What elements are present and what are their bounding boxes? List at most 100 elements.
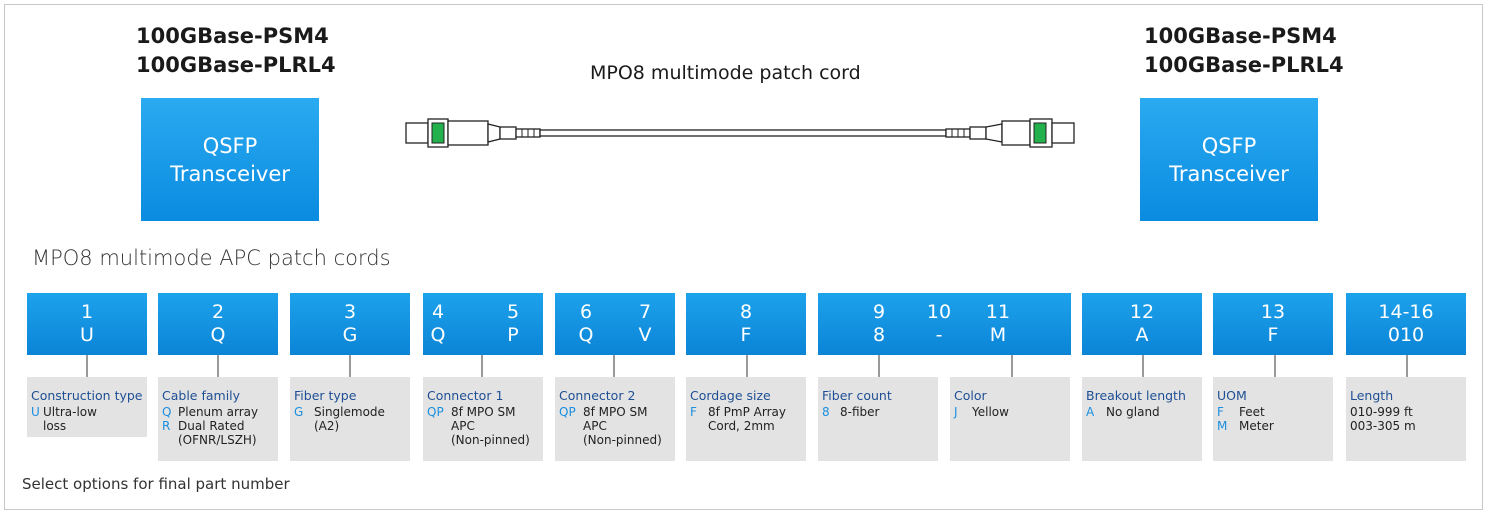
option-title: Fiber count: [822, 388, 892, 403]
code-box-1: 1 U: [27, 293, 147, 355]
position-number: 11: [985, 301, 1011, 323]
option-code: 8: [822, 405, 830, 419]
option-title: Connector 2: [559, 388, 636, 403]
option-row: F 8f PmP Array: [690, 405, 786, 419]
option-code: F: [1217, 405, 1224, 419]
option-text: 8f MPO SM: [583, 405, 648, 419]
option-text: 010-999 ft: [1350, 405, 1413, 419]
position-number: 12: [1129, 301, 1155, 323]
position-number: 9: [872, 301, 886, 323]
option-row: QP 8f MPO SM: [559, 405, 648, 419]
position-number: 5: [506, 301, 520, 323]
option-row: APC: [559, 419, 607, 433]
right-standard-2: 100GBase-PLRL4: [1144, 53, 1344, 77]
left-connector-green-key: [431, 122, 445, 144]
right-connector-sleeve: [1001, 120, 1031, 146]
option-title: Fiber type: [294, 388, 357, 403]
option-row: 010-999 ft: [1350, 405, 1413, 419]
option-code: U: [31, 405, 40, 419]
left-standard-1: 100GBase-PSM4: [136, 24, 329, 48]
option-text: (Non-pinned): [583, 433, 662, 447]
diagram-frame: [4, 4, 1483, 510]
option-text: Cord, 2mm: [708, 419, 775, 433]
option-title: Construction type: [31, 388, 143, 403]
option-row: APC: [427, 419, 475, 433]
option-text: No gland: [1106, 405, 1160, 419]
option-row: (A2): [294, 419, 339, 433]
right-transceiver-label: Transceiver: [1169, 161, 1289, 186]
position-value: -: [935, 324, 943, 346]
position-value: V: [638, 324, 652, 346]
code-box-9-11: 9 10 11 8 - M: [818, 293, 1071, 355]
option-text: Dual Rated: [178, 419, 245, 433]
left-connector-housing: [405, 122, 429, 144]
position-number: 2: [211, 301, 225, 323]
position-value: Q: [578, 324, 594, 346]
option-text: Plenum array: [178, 405, 259, 419]
option-cordage-size: Cordage size F 8f PmP Array Cord, 2mm: [686, 377, 806, 461]
right-connector-green-key: [1033, 122, 1047, 144]
option-text: APC: [451, 419, 475, 433]
option-title: Breakout length: [1086, 388, 1186, 403]
option-row: R Dual Rated: [162, 419, 244, 433]
option-row: (OFNR/LSZH): [162, 433, 257, 447]
option-text: 8f PmP Array: [708, 405, 786, 419]
connector-line: [481, 355, 483, 377]
right-port-standards: 100GBase-PSM4 100GBase-PLRL4: [1144, 22, 1384, 80]
position-number: 6: [579, 301, 593, 323]
code-box-6-7: 6 7 Q V: [555, 293, 675, 355]
position-value: F: [740, 324, 752, 346]
code-box-8: 8 F: [686, 293, 806, 355]
option-title: Cordage size: [690, 388, 771, 403]
position-number: 4: [431, 301, 445, 323]
connector-line: [613, 355, 615, 377]
position-value: Q: [430, 324, 446, 346]
cable: [539, 129, 947, 137]
connector-line: [1142, 355, 1144, 377]
connector-line: [1274, 355, 1276, 377]
position-value: 8: [872, 324, 886, 346]
position-number: 14-16: [1378, 301, 1434, 323]
right-boot: [985, 123, 1003, 143]
right-qsfp-label: QSFP: [1201, 133, 1257, 158]
option-code: QP: [559, 405, 576, 419]
right-connector-housing: [1051, 122, 1075, 144]
position-number: 3: [343, 301, 357, 323]
option-connector-2: Connector 2 QP 8f MPO SM APC (Non-pinned): [555, 377, 675, 461]
position-value: U: [80, 324, 94, 346]
left-port-standards: 100GBase-PSM4 100GBase-PLRL4: [136, 22, 376, 80]
left-boot: [487, 123, 501, 143]
option-text: Yellow: [972, 405, 1009, 419]
option-code: R: [162, 419, 171, 433]
position-value: F: [1267, 324, 1279, 346]
section-title: MPO8 multimode APC patch cords: [32, 246, 391, 270]
option-text: (Non-pinned): [451, 433, 530, 447]
connector-line: [878, 355, 880, 377]
option-code: G: [294, 405, 304, 419]
option-code: F: [690, 405, 697, 419]
option-text: loss: [43, 419, 67, 433]
footer-note: Select options for final part number: [22, 475, 290, 493]
connector-line: [349, 355, 351, 377]
option-title: Cable family: [162, 388, 241, 403]
option-row: (Non-pinned): [559, 433, 662, 447]
option-row: Cord, 2mm: [690, 419, 775, 433]
option-title: Color: [954, 388, 987, 403]
position-number: 10: [926, 301, 952, 323]
position-value: 010: [1387, 324, 1425, 346]
position-value: G: [342, 324, 358, 346]
connector-line: [1406, 355, 1408, 377]
option-text: 003-305 m: [1350, 419, 1416, 433]
